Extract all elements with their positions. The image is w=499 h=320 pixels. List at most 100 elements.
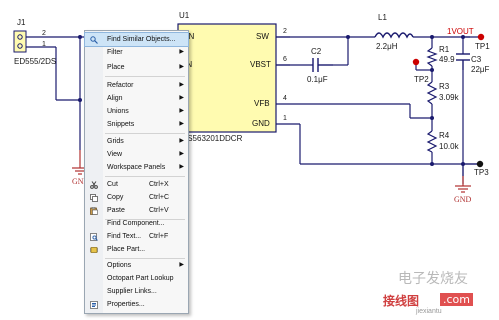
find-similar-icon [90, 36, 98, 44]
watermark-site: 接线图 [383, 294, 420, 308]
tp2-testpoint [412, 58, 420, 66]
menu-item-view[interactable]: View ▶ [85, 148, 188, 161]
c3-capacitor [456, 53, 470, 70]
menu-item-place-part[interactable]: Place Part... [85, 243, 188, 256]
menu-item-shortcut: Ctrl+C [149, 194, 170, 201]
menu-item-label: Copy [107, 194, 124, 201]
menu-item-label: Grids [107, 138, 124, 145]
menu-item-cut[interactable]: Cut Ctrl+X [85, 178, 188, 191]
menu-item-refactor[interactable]: Refactor ▶ [85, 79, 188, 92]
u1-ref: U1 [179, 11, 190, 20]
submenu-arrow-icon: ▶ [179, 121, 184, 127]
menu-item-shortcut: Ctrl+V [149, 207, 169, 214]
menu-item-label: Properties... [107, 301, 145, 308]
watermark-brand: 电子发烧友 [398, 271, 468, 287]
menu-item-filter[interactable]: Filter ▶ [85, 46, 188, 59]
submenu-arrow-icon: ▶ [179, 151, 184, 157]
tp2-label: TP2 [414, 75, 429, 84]
menu-item-supplier-links[interactable]: Supplier Links... [85, 285, 188, 298]
u1-pin-vfb: VFB [254, 99, 270, 108]
submenu-arrow-icon: ▶ [179, 164, 184, 170]
watermark: 电子发烧友 接线图 .com jiexiantu [380, 268, 498, 318]
place-part-icon [90, 246, 98, 253]
c2-ref: C2 [311, 47, 322, 56]
watermark-pinyin: jiexiantu [416, 308, 442, 315]
r4-value: 10.0k [439, 142, 459, 151]
c3-value: 22μF [471, 65, 490, 74]
j1-part: ED555/2DS [14, 57, 57, 66]
submenu-arrow-icon: ▶ [179, 64, 184, 70]
r1-ref: R1 [439, 45, 450, 54]
menu-item-align[interactable]: Align ▶ [85, 92, 188, 105]
u1-chip[interactable] [177, 23, 277, 133]
gnd-label-right: GND [454, 195, 472, 204]
submenu-arrow-icon: ▶ [179, 108, 184, 114]
menu-item-label: Align [107, 95, 123, 102]
menu-item-label: Octopart Part Lookup [107, 275, 174, 282]
menu-item-label: Snippets [107, 121, 135, 128]
u1-pin-gnd: GND [252, 119, 270, 128]
r3-value: 3.09k [439, 93, 459, 102]
c2-value: 0.1μF [307, 75, 328, 84]
j1-ref: J1 [17, 18, 26, 27]
menu-separator [105, 76, 185, 77]
r4-ref: R4 [439, 131, 450, 140]
l1-inductor [374, 32, 414, 39]
net-1vout: 1VOUT [447, 27, 474, 36]
r3-ref: R3 [439, 82, 450, 91]
r1-resistor [426, 47, 438, 67]
u1-num-gnd: 1 [283, 115, 287, 122]
find-text-icon [90, 233, 98, 241]
menu-separator [105, 176, 185, 177]
menu-separator [105, 219, 185, 220]
paste-icon [90, 207, 98, 215]
menu-item-label: Filter [107, 49, 123, 56]
menu-item-find-component[interactable]: Find Component... [85, 217, 188, 230]
menu-item-unions[interactable]: Unions ▶ [85, 105, 188, 118]
j1-connector[interactable] [13, 30, 27, 53]
u1-num-vfb: 4 [283, 95, 287, 102]
menu-item-place[interactable]: Place ▶ [85, 61, 188, 74]
l1-value: 2.2μH [376, 42, 398, 51]
properties-icon [90, 301, 98, 309]
menu-item-properties[interactable]: Properties... [85, 298, 188, 311]
menu-item-paste[interactable]: Paste Ctrl+V [85, 204, 188, 217]
menu-item-shortcut: Ctrl+F [149, 233, 169, 240]
submenu-arrow-icon: ▶ [179, 82, 184, 88]
gnd-label-left: GND [72, 177, 90, 186]
menu-item-find-similar-objects[interactable]: Find Similar Objects... [84, 32, 189, 47]
l1-ref: L1 [378, 13, 387, 22]
menu-icon-gutter [85, 31, 103, 313]
menu-item-label: Cut [107, 181, 118, 188]
copy-icon [90, 194, 98, 202]
menu-item-copy[interactable]: Copy Ctrl+C [85, 191, 188, 204]
menu-item-octopart-part-lookup[interactable]: Octopart Part Lookup [85, 272, 188, 285]
submenu-arrow-icon: ▶ [179, 138, 184, 144]
tp3-testpoint [476, 160, 484, 168]
menu-item-shortcut: Ctrl+X [149, 181, 169, 188]
menu-item-label: Refactor [107, 82, 134, 89]
menu-item-grids[interactable]: Grids ▶ [85, 135, 188, 148]
menu-item-label: Find Similar Objects... [107, 36, 176, 43]
menu-item-label: Workspace Panels [107, 164, 166, 171]
u1-num-vbst: 6 [283, 56, 287, 63]
menu-item-label: Supplier Links... [107, 288, 157, 295]
submenu-arrow-icon: ▶ [179, 49, 184, 55]
menu-item-find-text[interactable]: Find Text... Ctrl+F [85, 230, 188, 243]
menu-item-label: Place [107, 64, 125, 71]
menu-item-label: Paste [107, 207, 125, 214]
menu-item-snippets[interactable]: Snippets ▶ [85, 118, 188, 131]
menu-item-options[interactable]: Options ▶ [85, 259, 188, 272]
context-menu[interactable]: Find Similar Objects... Filter ▶ Place ▶… [84, 30, 189, 314]
menu-separator [105, 258, 185, 259]
j1-pin2: 2 [42, 30, 46, 37]
menu-item-workspace-panels[interactable]: Workspace Panels ▶ [85, 161, 188, 174]
r4-resistor [426, 130, 438, 153]
submenu-arrow-icon: ▶ [179, 262, 184, 268]
u1-pin-vbst: VBST [250, 60, 271, 69]
u1-num-sw: 2 [283, 28, 287, 35]
menu-separator [105, 133, 185, 134]
tp1-label: TP1 [475, 42, 490, 51]
menu-item-label: View [107, 151, 123, 158]
